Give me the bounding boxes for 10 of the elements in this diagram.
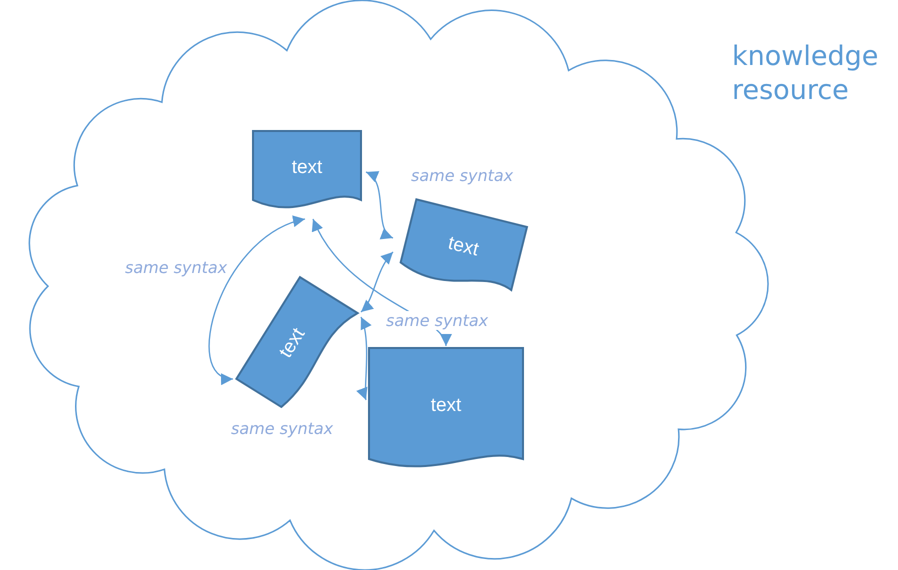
curved-arrow (358, 316, 371, 400)
document-label: text (292, 157, 322, 179)
document-label: text (446, 232, 481, 262)
curved-arrow (366, 171, 394, 239)
caption-text: knowledge resource (732, 40, 880, 108)
edge-label: same syntax (385, 311, 490, 330)
curved-arrow (208, 216, 306, 382)
document-label: text (430, 395, 462, 417)
document-label: text (275, 324, 310, 362)
curved-arrow (360, 252, 394, 312)
